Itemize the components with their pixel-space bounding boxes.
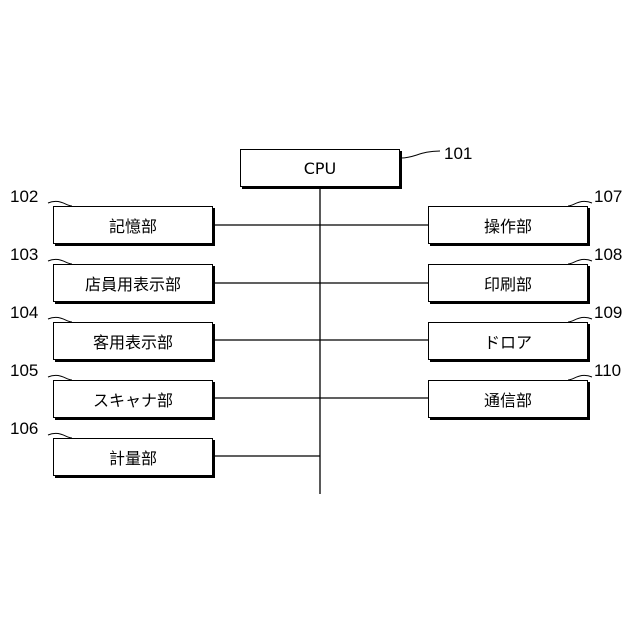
- customer-display-label: 客用表示部: [93, 329, 173, 353]
- scanner-unit-label: スキャナ部: [93, 387, 173, 411]
- scanner-unit-block: スキャナ部: [53, 380, 213, 418]
- operation-unit-label: 操作部: [484, 213, 532, 237]
- printing-unit-label: 印刷部: [484, 271, 532, 295]
- weighing-unit-label: 計量部: [109, 445, 157, 469]
- printing-unit-ref-number: 108: [594, 246, 622, 263]
- drawer-block: ドロア: [428, 322, 588, 360]
- communication-unit-ref-number: 110: [594, 362, 621, 379]
- clerk-display-ref-number: 103: [10, 246, 38, 263]
- customer-display-ref-number: 104: [10, 304, 38, 321]
- drawer-label: ドロア: [484, 329, 532, 353]
- memory-unit-ref-number: 102: [10, 188, 38, 205]
- clerk-display-block: 店員用表示部: [53, 264, 213, 302]
- communication-unit-label: 通信部: [484, 387, 532, 411]
- cpu-label: CPU: [304, 159, 337, 178]
- memory-unit-label: 記憶部: [109, 213, 157, 237]
- drawer-ref-number: 109: [594, 304, 622, 321]
- printing-unit-block: 印刷部: [428, 264, 588, 302]
- weighing-unit-ref-number: 106: [10, 420, 38, 437]
- scanner-unit-ref-number: 105: [10, 362, 38, 379]
- customer-display-block: 客用表示部: [53, 322, 213, 360]
- operation-unit-ref-number: 107: [594, 188, 622, 205]
- operation-unit-block: 操作部: [428, 206, 588, 244]
- weighing-unit-block: 計量部: [53, 438, 213, 476]
- clerk-display-label: 店員用表示部: [85, 271, 181, 295]
- memory-unit-block: 記憶部: [53, 206, 213, 244]
- communication-unit-block: 通信部: [428, 380, 588, 418]
- cpu-block: CPU: [240, 149, 400, 187]
- cpu-ref-number: 101: [444, 145, 472, 162]
- leader-line-101: [401, 151, 440, 158]
